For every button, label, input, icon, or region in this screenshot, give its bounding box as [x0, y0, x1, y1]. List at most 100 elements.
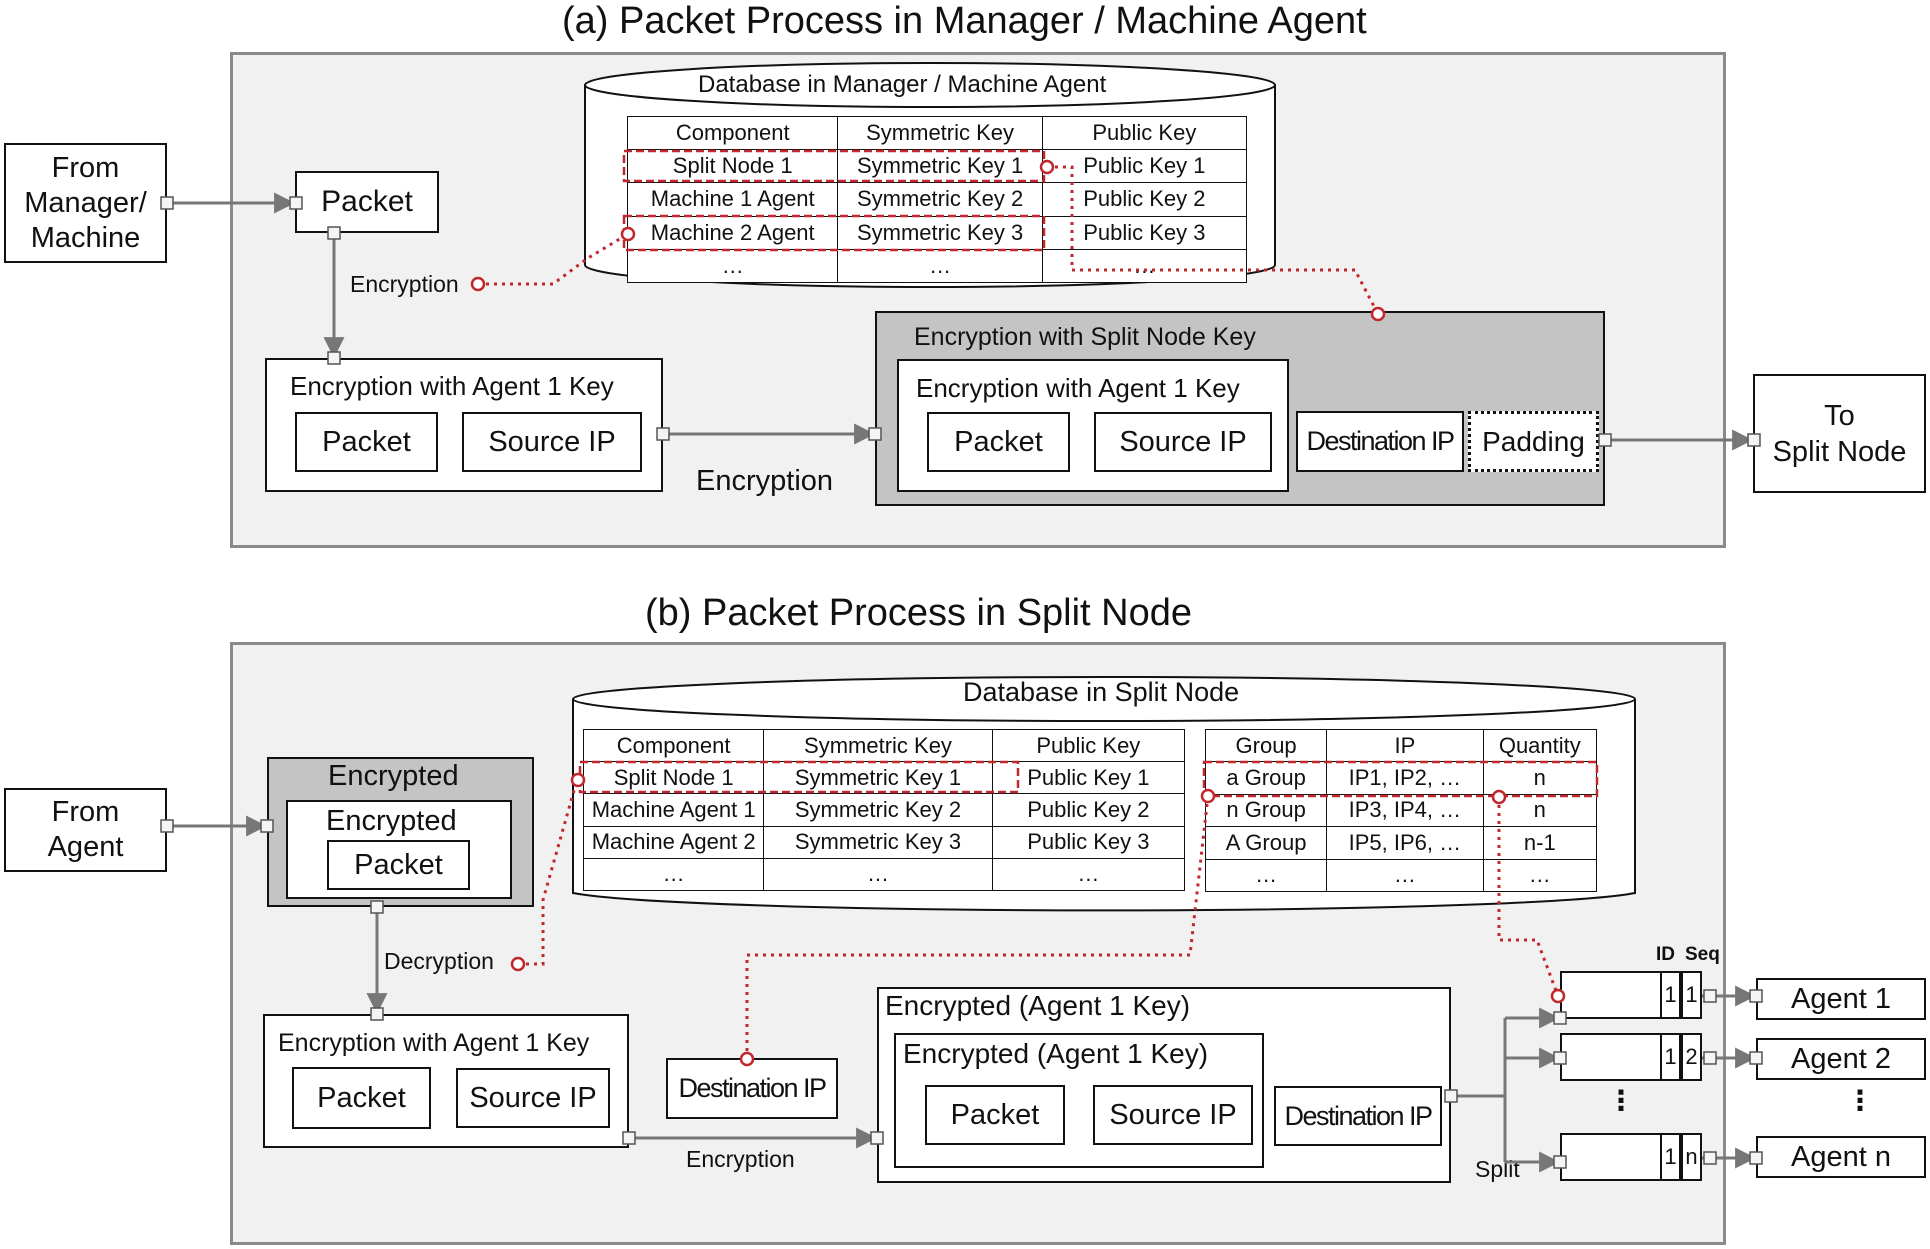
table-cell: n-1	[1482, 826, 1598, 860]
queue-1-id: 1	[1660, 971, 1681, 1019]
table-header-cell: Component	[626, 115, 839, 151]
agent-ellipsis: ⋮	[1846, 1085, 1874, 1116]
split-node-key-title: Encryption with Split Node Key	[914, 323, 1256, 351]
table-cell: …	[1482, 858, 1598, 893]
table-header-cell: Symmetric Key	[763, 728, 993, 763]
table-cell: Symmetric Key 2	[837, 182, 1043, 217]
db-title-b: Database in Split Node	[963, 677, 1240, 707]
table-header-cell: Group	[1204, 728, 1328, 763]
packet-box-a3: Packet	[927, 412, 1070, 472]
encryption-label-b: Encryption	[686, 1146, 795, 1172]
from-agent-line-2: Agent	[47, 831, 124, 863]
table-header-cell: Component	[582, 728, 765, 763]
table-cell: Machine Agent 2	[582, 825, 765, 859]
table-cell: …	[991, 857, 1186, 892]
encryption-label-a: Encryption	[696, 465, 834, 497]
id-column-label: ID	[1656, 944, 1675, 965]
encrypted-agent-key-outer-title: Encrypted (Agent 1 Key)	[885, 990, 1191, 1021]
table-cell: …	[763, 857, 993, 892]
from-agent-line-1: From	[51, 796, 120, 828]
split-inner-agent-title: Encryption with Agent 1 Key	[916, 373, 1240, 403]
table-cell: Symmetric Key 2	[763, 793, 993, 827]
source-ip-box-a: Source IP	[462, 412, 642, 472]
from-agent-box: From Agent	[4, 788, 167, 872]
encrypted-outer-label: Encrypted	[328, 760, 459, 792]
to-line-2: Split Node	[1772, 435, 1907, 468]
from-line-2: Manager/	[24, 186, 147, 219]
destination-ip-box-b: Destination IP	[1274, 1086, 1442, 1146]
table-cell: …	[1204, 858, 1328, 893]
table-cell: Symmetric Key 3	[763, 825, 993, 859]
db-title-a: Database in Manager / Machine Agent	[698, 71, 1107, 98]
encryption-label-a-small: Encryption	[350, 271, 459, 297]
destination-ip-box-a: Destination IP	[1296, 411, 1464, 472]
enc-agent-box-a-title: Encryption with Agent 1 Key	[290, 371, 614, 401]
from-manager-machine-box: From Manager/ Machine	[4, 143, 167, 263]
table-cell: Split Node 1	[582, 761, 765, 795]
table-cell: n Group	[1204, 793, 1328, 828]
table-cell: …	[837, 248, 1043, 284]
table-cell: IP3, IP4, …	[1326, 793, 1484, 828]
agent-2-box: Agent 2	[1756, 1038, 1926, 1080]
table-cell: …	[1326, 858, 1484, 893]
from-line-3: Machine	[30, 221, 141, 254]
queue-2-id: 1	[1660, 1033, 1681, 1081]
queue-n-seq: n	[1681, 1133, 1702, 1181]
packet-box-a: Packet	[295, 171, 439, 233]
packet-box-b2: Packet	[292, 1067, 431, 1129]
padding-box: Padding	[1468, 411, 1599, 472]
table-cell: A Group	[1204, 826, 1328, 860]
encrypted-inner-label: Encrypted	[326, 805, 457, 837]
packet-box-b: Packet	[327, 840, 470, 890]
packet-box-b3: Packet	[925, 1085, 1065, 1145]
packet-box-a2: Packet	[295, 412, 438, 472]
queue-2-seq: 2	[1681, 1033, 1702, 1081]
source-ip-box-b: Source IP	[456, 1068, 610, 1128]
table-cell: Symmetric Key 1	[763, 761, 993, 795]
table-cell: IP1, IP2, …	[1326, 761, 1484, 795]
table-cell: Machine Agent 1	[582, 793, 765, 827]
table-row: ………	[1204, 858, 1598, 893]
table-header-cell: Public Key	[1041, 115, 1248, 151]
from-line-1: From	[51, 151, 120, 184]
split-label: Split	[1475, 1156, 1520, 1182]
panel-b-title: (b) Packet Process in Split Node	[645, 592, 1193, 634]
table-cell: Public Key 1	[991, 761, 1186, 795]
table-cell: Public Key 2	[991, 793, 1186, 827]
decryption-label: Decryption	[384, 948, 494, 974]
to-line-1: To	[1824, 399, 1855, 432]
queue-n-id: 1	[1660, 1133, 1681, 1181]
queue-1-seq: 1	[1681, 971, 1702, 1019]
table-cell: n	[1482, 761, 1598, 795]
table-header-cell: Quantity	[1482, 728, 1598, 763]
agent-1-box: Agent 1	[1756, 978, 1926, 1020]
table-cell: …	[582, 857, 765, 892]
table-cell: Machine 1 Agent	[626, 182, 839, 217]
table-row: ………	[582, 857, 1186, 892]
encrypted-agent-key-inner-title: Encrypted (Agent 1 Key)	[903, 1038, 1209, 1069]
source-ip-box-a2: Source IP	[1094, 412, 1272, 472]
table-cell: a Group	[1204, 761, 1328, 795]
destination-ip-box-b-lookup: Destination IP	[666, 1058, 838, 1119]
queue-ellipsis: ⋮	[1607, 1085, 1635, 1116]
agent-n-box: Agent n	[1756, 1136, 1926, 1178]
table-cell: Public Key 3	[991, 825, 1186, 859]
table-cell: IP5, IP6, …	[1326, 826, 1484, 860]
seq-column-label: Seq	[1685, 944, 1720, 965]
source-ip-box-b2: Source IP	[1093, 1085, 1253, 1145]
table-cell: n	[1482, 793, 1598, 828]
panel-a-title: (a) Packet Process in Manager / Machine …	[562, 0, 1367, 42]
table-header-cell: Public Key	[991, 728, 1186, 763]
